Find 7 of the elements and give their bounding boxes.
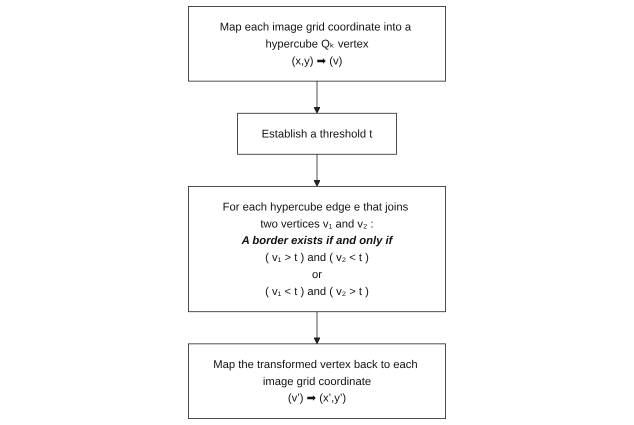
arrow xyxy=(313,80,321,114)
arrow xyxy=(313,311,321,344)
node-box: Map each image grid coordinate into a hypercube Qₖ vertex (x,y) ➡ (v) xyxy=(188,6,446,82)
node-box: Map the transformed vertex back to each image grid coordinate (v’) ➡ (x’,y’) xyxy=(188,343,446,419)
arrow xyxy=(313,154,321,187)
node-box: Establish a threshold t xyxy=(237,112,397,155)
node-box: For each hypercube edge e that joins two vertices v₁ and v₂ : A border exists if and only if ( v₁ > t ) and ( v₂ < t ) or ( v₁ < t ) and ( v₂ > t ) xyxy=(188,186,446,312)
